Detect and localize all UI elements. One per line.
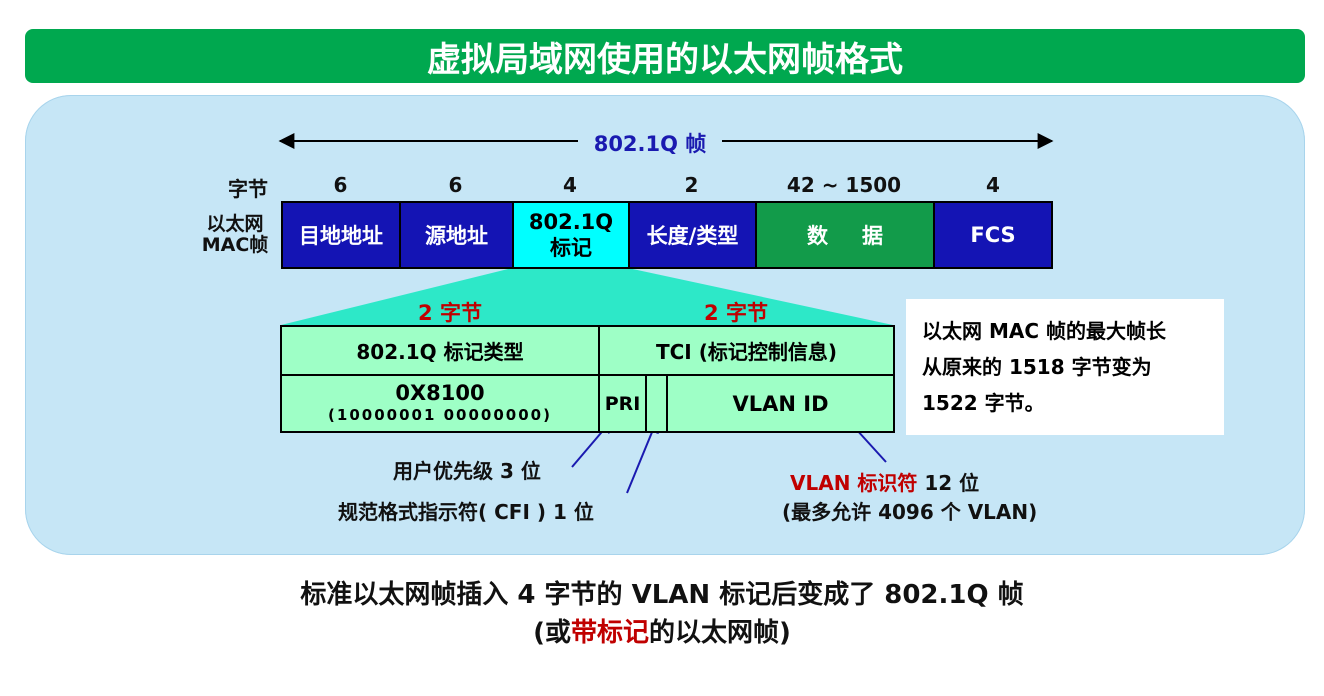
vlan-id-annotation-highlight: VLAN 标识符 <box>790 471 918 495</box>
field-8021q-tag-line2: 标记 <box>550 236 592 260</box>
footer-line2-prefix: (或 <box>533 618 571 648</box>
tag-type-value-cell: 0X8100 (10000001 00000000) <box>280 374 600 433</box>
field-dest-address: 目地地址 <box>281 201 401 269</box>
mac-frame-row-label-line2: MAC帧 <box>201 234 269 256</box>
bytes-src: 6 <box>448 173 463 197</box>
note-line2: 从原来的 1518 字节变为 <box>922 355 1152 379</box>
field-8021q-tag-line1: 802.1Q <box>528 210 614 234</box>
bytes-length: 2 <box>684 173 699 197</box>
cfi-field <box>645 374 668 433</box>
tag-left-bytes: 2 字节 <box>418 301 482 325</box>
vlan-id-annotation-bits: 12 位 <box>917 471 980 495</box>
field-src-address: 源地址 <box>399 201 514 269</box>
bytes-fcs: 4 <box>986 173 1000 197</box>
page-title: 虚拟局域网使用的以太网帧格式 <box>25 29 1305 83</box>
cfi-annotation: 规范格式指示符( CFI ) 1 位 <box>338 500 594 524</box>
tag-type-value: 0X8100 <box>395 380 485 405</box>
footer-line1: 标准以太网帧插入 4 字节的 VLAN 标记后变成了 802.1Q 帧 <box>300 580 1024 610</box>
tag-expansion-trapezoid <box>281 268 893 325</box>
tag-right-bytes: 2 字节 <box>704 301 768 325</box>
tag-type-binary: (10000001 00000000) <box>328 405 552 424</box>
footer-line2: (或带标记的以太网帧) <box>0 612 1324 649</box>
note-box: 以太网 MAC 帧的最大帧长 从原来的 1518 字节变为 1522 字节。 <box>906 299 1224 435</box>
vlan-id-annotation: VLAN 标识符 12 位 <box>790 467 1050 496</box>
bytes-data: 42 ~ 1500 <box>786 173 902 197</box>
pri-annotation: 用户优先级 3 位 <box>393 459 541 483</box>
bytes-row-label: 字节 <box>228 177 268 201</box>
frame-label: 802.1Q 帧 <box>593 132 707 156</box>
footer-line2-highlight: 带标记 <box>570 618 649 648</box>
field-length-type: 长度/类型 <box>628 201 757 269</box>
mac-frame-row-label-line1: 以太网 <box>206 213 264 235</box>
bytes-dest: 6 <box>333 173 348 197</box>
footer-line2-suffix: 的以太网帧) <box>649 618 791 648</box>
tag-type-header: 802.1Q 标记类型 <box>280 325 600 376</box>
vlan-id-field: VLAN ID <box>666 374 895 433</box>
field-fcs: FCS <box>933 201 1053 269</box>
bytes-tag: 4 <box>563 173 577 197</box>
field-8021q-tag: 802.1Q 标记 <box>512 201 630 269</box>
field-data: 数据 <box>755 201 935 269</box>
tci-header: TCI (标记控制信息) <box>598 325 895 376</box>
vlan-max-annotation: (最多允许 4096 个 VLAN) <box>782 500 1038 524</box>
pri-field: PRI <box>598 374 647 433</box>
note-line1: 以太网 MAC 帧的最大帧长 <box>922 319 1166 343</box>
note-line3: 1522 字节。 <box>922 391 1045 415</box>
mac-frame-row-label: 以太网 MAC帧 <box>192 214 278 256</box>
